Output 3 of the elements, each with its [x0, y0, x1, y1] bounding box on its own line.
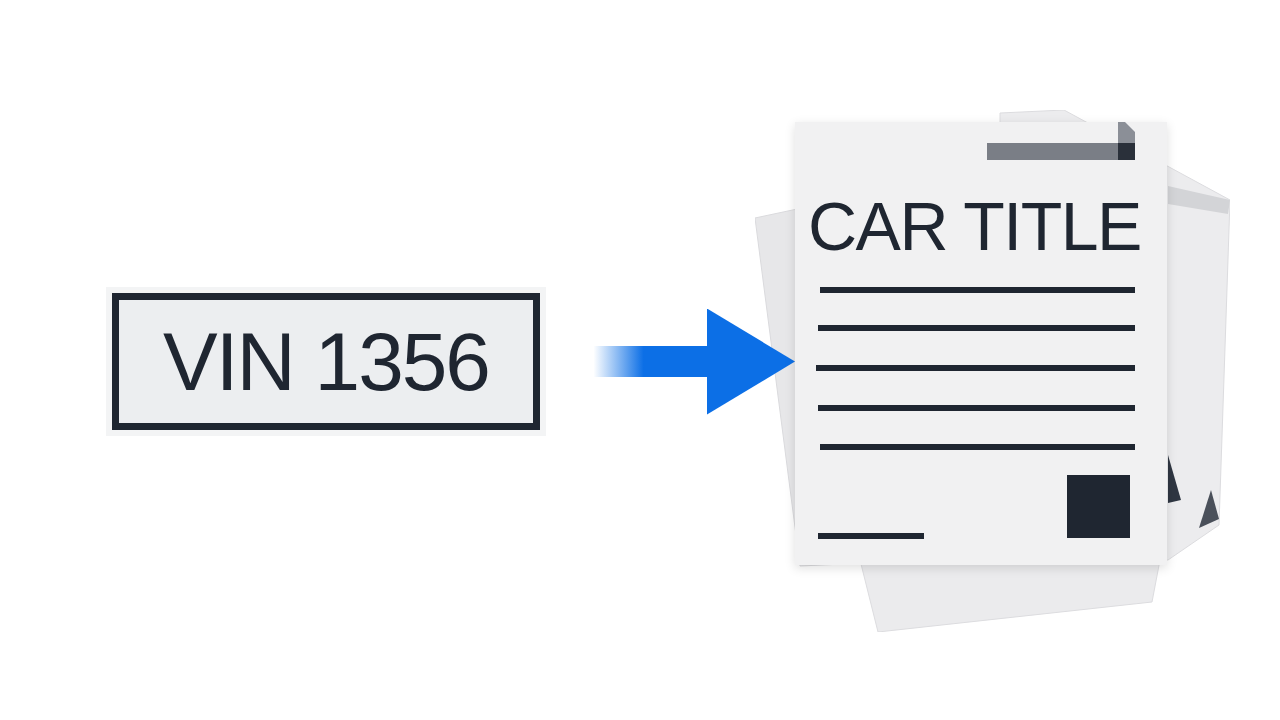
title-document [795, 122, 1167, 565]
vin-number: VIN 1356 [163, 320, 489, 403]
document-title: CAR TITLE [808, 192, 1141, 260]
